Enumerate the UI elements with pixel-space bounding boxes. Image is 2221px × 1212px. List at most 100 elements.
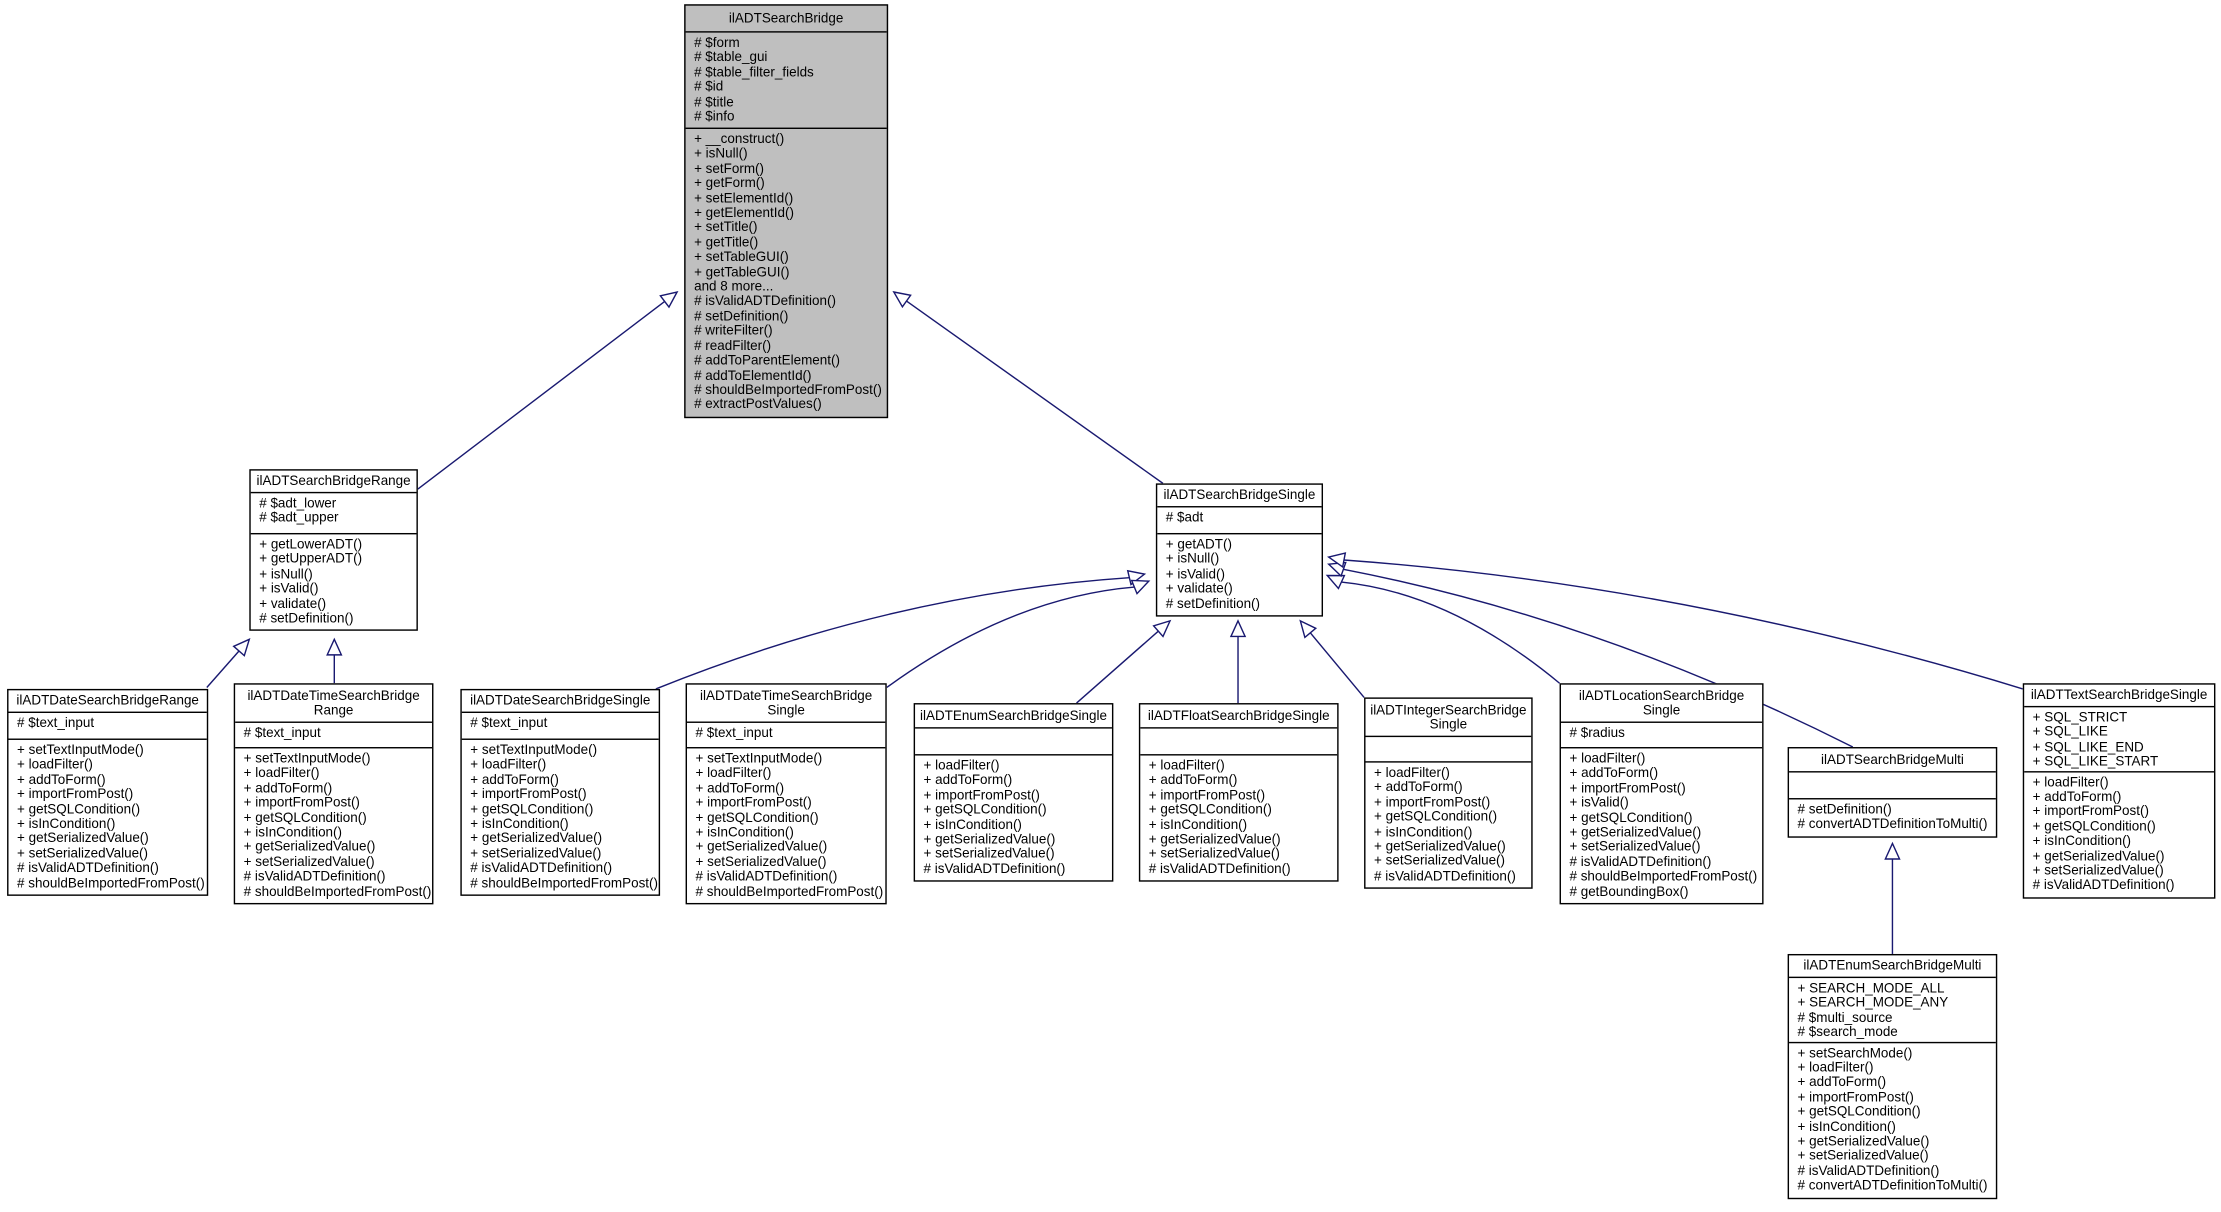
class-name: ilADTDateSearchBridgeSingle <box>461 690 659 714</box>
class-name-line: ilADTDateSearchBridgeSingle <box>470 693 651 709</box>
method-item: + getForm() <box>694 176 765 192</box>
class-name-line: ilADTDateSearchBridgeRange <box>16 693 199 709</box>
class-name-line: ilADTLocationSearchBridge <box>1578 688 1745 704</box>
method-item: + getSerializedValue() <box>695 839 828 856</box>
class-name-line: ilADTSearchBridgeMulti <box>1821 751 1964 768</box>
inheritance-arrowhead <box>232 638 251 657</box>
method-item: + importFromPost() <box>923 787 1040 804</box>
method-item: # isValidADTDefinition() <box>2032 878 2175 894</box>
method-item: + getElementId() <box>694 205 794 222</box>
attribute-item: # $form <box>694 35 740 52</box>
method-item: + setElementId() <box>694 190 794 207</box>
methods-section: + getLowerADT()+ getUpperADT()+ isNull()… <box>251 534 417 630</box>
method-item: + importFromPost() <box>1148 787 1266 804</box>
methods-section: + __construct()+ isNull()+ setForm()+ ge… <box>686 129 887 416</box>
method-item: + isInCondition() <box>923 817 1022 833</box>
attributes-section: + SEARCH_MODE_ALL+ SEARCH_MODE_ANY# $mul… <box>1789 978 1996 1043</box>
class-box-dateRange[interactable]: ilADTDateSearchBridgeRange # $text_input +… <box>7 688 209 896</box>
attributes-section: # $radius <box>1560 723 1763 749</box>
class-name-line: Range <box>313 702 354 718</box>
attributes-section: # $text_input <box>8 713 207 740</box>
method-item: # addToElementId() <box>694 367 812 384</box>
method-item: + isInCondition() <box>2032 833 2132 850</box>
attributes-section: # $adt_lower# $adt_upper <box>250 493 417 535</box>
methods-section: # setDefinition()# convertADTDefinitionT… <box>1789 799 1996 836</box>
edge-line <box>1341 581 1561 684</box>
class-box-multi[interactable]: ilADTSearchBridgeMulti # setDefinition()#… <box>1787 747 1998 838</box>
attribute-item: # $text_input <box>470 715 548 732</box>
method-item: # setDefinition() <box>259 610 354 627</box>
inheritance-edge-dateTimeRange <box>326 637 343 684</box>
method-item: # isValidADTDefinition() <box>1148 861 1291 878</box>
method-item: + isInCondition() <box>1797 1119 1896 1135</box>
attribute-item: # $multi_source <box>1797 1010 1893 1027</box>
method-item: + importFromPost() <box>470 787 587 803</box>
class-box-enumSingle[interactable]: ilADTEnumSearchBridgeSingle+ loadFilter(… <box>913 703 1114 883</box>
attribute-item: # $text_input <box>243 725 321 742</box>
class-box-base[interactable]: ilADTSearchBridge# $form# $table_gui# $t… <box>684 4 889 418</box>
edge-line <box>906 300 1164 484</box>
edge-line <box>1309 632 1365 698</box>
method-item: # shouldBeImportedFromPost() <box>470 875 659 892</box>
attribute-item: # $table_gui <box>694 50 768 66</box>
method-item: + getSerializedValue() <box>923 832 1056 848</box>
class-box-textSingle[interactable]: ilADTTextSearchBridgeSingle+ SQL_STRICT+… <box>2022 683 2216 899</box>
class-box-dateSingle[interactable]: ilADTDateSearchBridgeSingle # $text_input… <box>460 688 661 896</box>
method-item: + addToForm() <box>470 772 559 788</box>
attribute-item: # $table_filter_fields <box>694 64 814 81</box>
method-item: + setSerializedValue() <box>695 854 827 871</box>
method-item: + getSerializedValue() <box>1569 825 1702 841</box>
method-item: # extractPostValues() <box>694 397 822 413</box>
class-name: ilADTSearchBridge <box>685 6 887 33</box>
method-item: + setTextInputMode() <box>470 742 598 759</box>
class-name: ilADTSearchBridgeSingle <box>1157 485 1322 508</box>
class-box-floatSingle[interactable]: ilADTFloatSearchBridgeSingle+ loadFilter… <box>1138 703 1339 883</box>
attributes-section: # $form# $table_gui# $table_filter_field… <box>685 33 887 129</box>
method-item: # setDefinition() <box>1165 596 1261 612</box>
method-item: and 8 more... <box>694 279 774 295</box>
method-item: # isValidADTDefinition() <box>1569 854 1712 871</box>
method-item: + getSerializedValue() <box>470 831 603 847</box>
method-item: # addToParentElement() <box>694 353 840 369</box>
inheritance-arrowhead <box>1130 579 1151 595</box>
method-item: + getADT() <box>1165 537 1232 553</box>
method-item: + getSQLCondition() <box>16 801 141 818</box>
method-item: + loadFilter() <box>695 766 772 782</box>
inheritance-edge-integerSingle <box>1299 619 1365 698</box>
method-item: + isNull() <box>259 566 313 583</box>
method-item: # setDefinition() <box>1797 802 1892 818</box>
method-item: + importFromPost() <box>2032 804 2149 820</box>
method-item: + setSerializedValue() <box>1797 1148 1929 1165</box>
method-item: + importFromPost() <box>16 787 134 803</box>
method-item: + addToForm() <box>1569 766 1659 782</box>
class-name: ilADTEnumSearchBridgeMulti <box>1789 955 1996 979</box>
edge-line <box>417 300 666 490</box>
method-item: + setSerializedValue() <box>470 846 602 862</box>
method-item: + isValid() <box>1569 795 1629 812</box>
edge-line <box>1343 559 2023 690</box>
edge-line <box>1343 568 1854 748</box>
method-item: # shouldBeImportedFromPost() <box>1569 869 1758 885</box>
inheritance-edge-enumMulti <box>1884 841 1901 954</box>
method-item: # isValidADTDefinition() <box>243 869 386 885</box>
method-item: + getSQLCondition() <box>695 810 819 826</box>
class-box-enumMulti[interactable]: ilADTEnumSearchBridgeMulti+ SEARCH_MODE_… <box>1787 953 1998 1199</box>
method-item: + isValid() <box>259 581 319 598</box>
method-item: + getTableGUI() <box>694 264 790 281</box>
method-item: + setTitle() <box>694 220 758 236</box>
attribute-item: # $radius <box>1569 725 1625 742</box>
attribute-item: + SEARCH_MODE_ANY <box>1797 995 1949 1012</box>
attribute-item: + SQL_LIKE_END <box>2032 739 2144 756</box>
class-box-single[interactable]: ilADTSearchBridgeSingle# $adt+ getADT()+… <box>1155 483 1324 617</box>
class-box-range[interactable]: ilADTSearchBridgeRange# $adt_lower# $adt… <box>249 469 418 632</box>
inheritance-arrowhead <box>1152 619 1172 638</box>
method-item: + getSerializedValue() <box>1374 839 1506 855</box>
method-item: # isValidADTDefinition() <box>1797 1163 1940 1180</box>
